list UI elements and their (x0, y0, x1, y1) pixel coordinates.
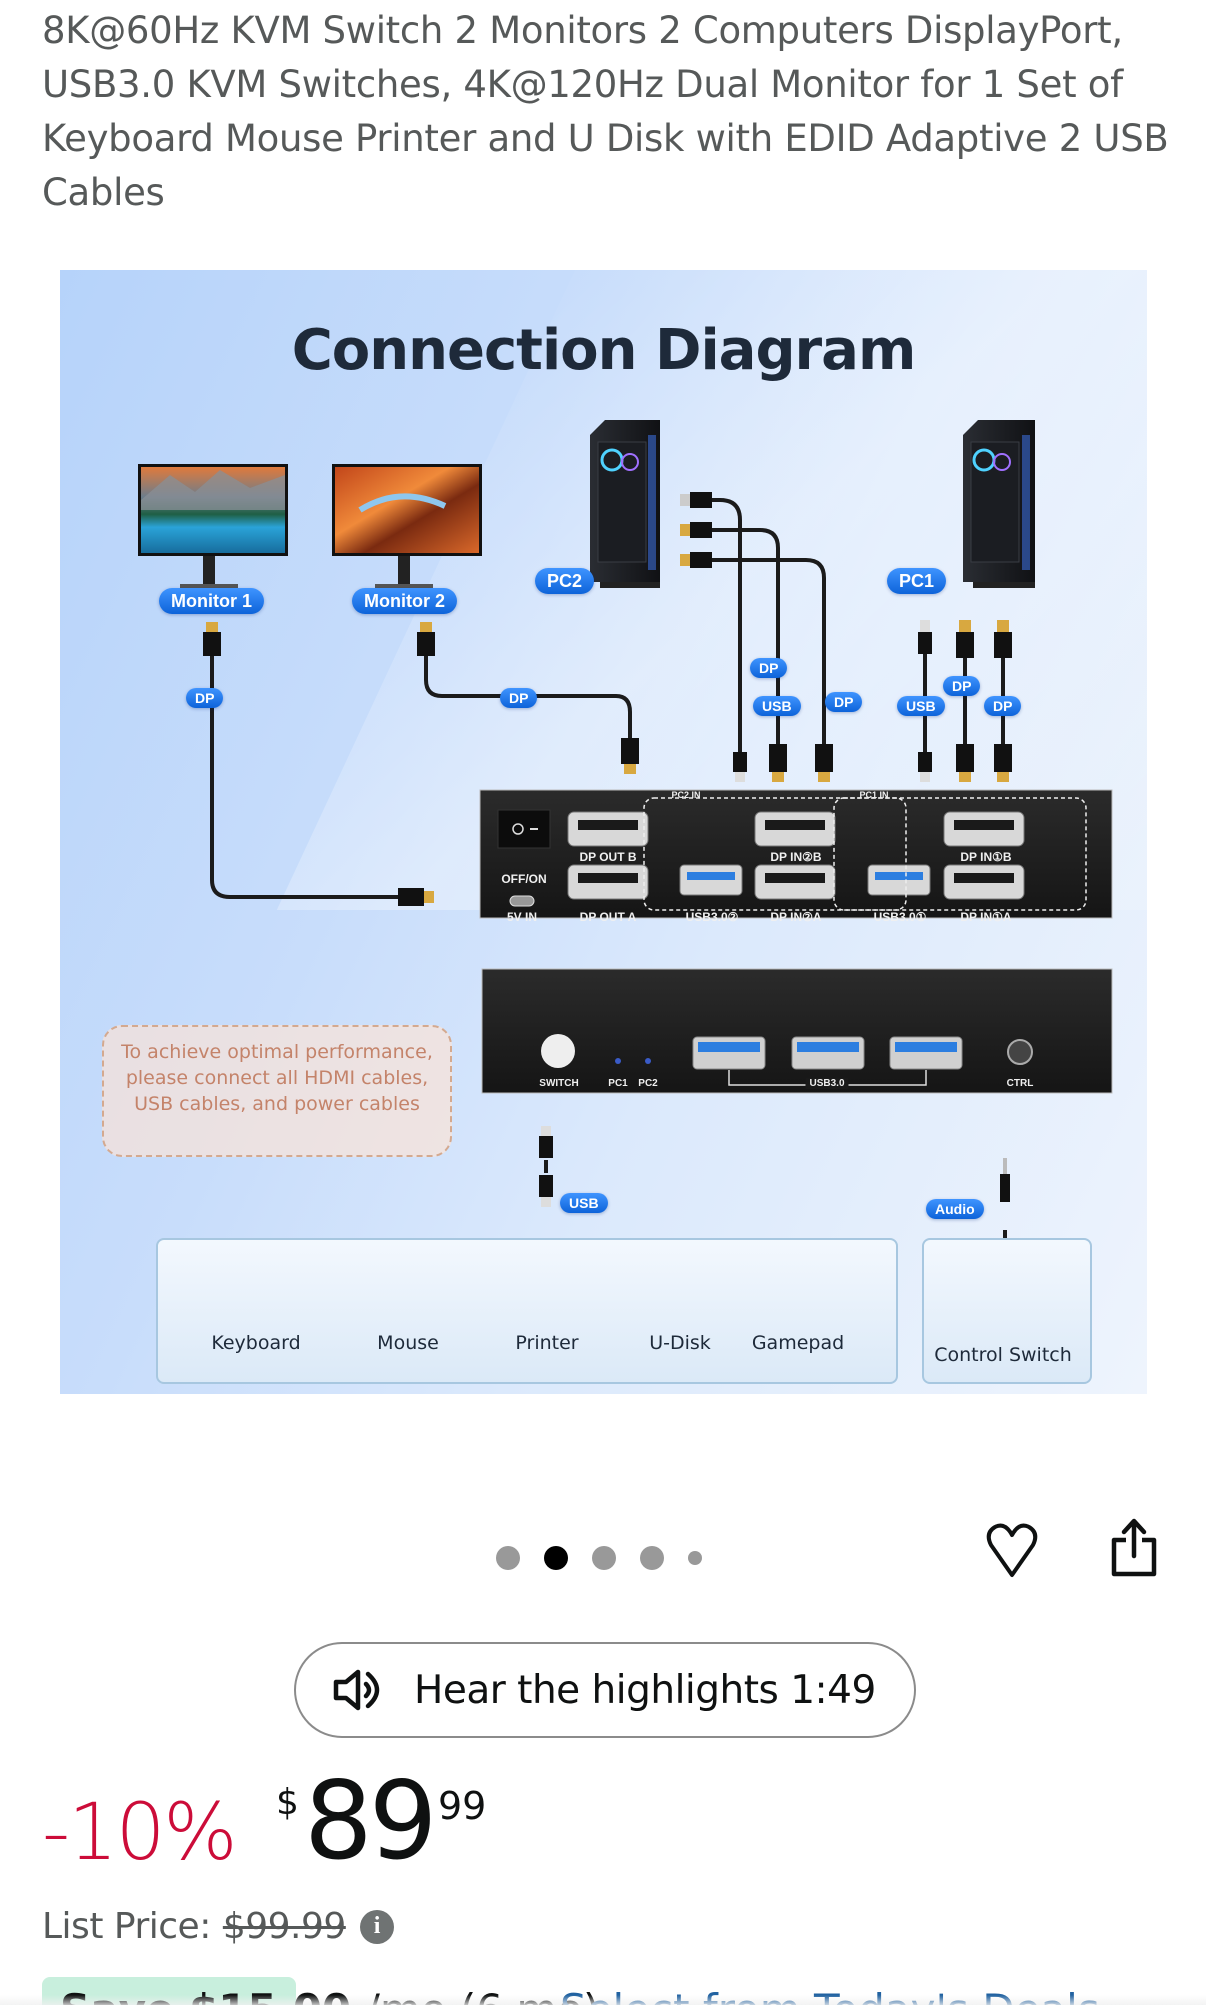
share-button[interactable] (1102, 1516, 1166, 1580)
power-switch-label: OFF/ON (501, 872, 547, 886)
monitor-2-illustration (332, 464, 482, 588)
dp-cable-label: DP (943, 676, 981, 696)
pc1-tower-illustration (963, 420, 1035, 588)
switch-button-label: SWITCH (539, 1078, 579, 1089)
usb-hub-label: USB3.0 (805, 1078, 849, 1089)
dp-cable-label: DP (825, 692, 863, 712)
dp-cable-label: DP (750, 658, 788, 678)
dp-out-a-label: DP OUT A (579, 910, 637, 924)
dp-out-b-label: DP OUT B (579, 850, 637, 864)
share-icon (1111, 1518, 1157, 1577)
usb-cable-label: USB (897, 696, 945, 716)
carousel-dot[interactable] (592, 1546, 616, 1570)
device-tray (156, 1238, 898, 1384)
price-fraction: 99 (438, 1784, 487, 1828)
dp-in-1a-label: DP IN①A (960, 910, 1012, 924)
dp-in-1b-label: DP IN①B (960, 850, 1012, 864)
monitor-2-label: Monitor 2 (352, 588, 457, 614)
usb-1-port-label: USB3.0① (873, 910, 927, 924)
carousel-dot[interactable] (496, 1546, 520, 1570)
audio-cable-label: Audio (926, 1199, 984, 1219)
pc2-in-label: PC2 IN (671, 790, 701, 800)
usb-cable-label: USB (560, 1193, 608, 1213)
pc2-label: PC2 (535, 568, 595, 594)
kvm-switch-rear-panel (479, 789, 1113, 919)
cable-note: To achieve optimal performance, please c… (102, 1025, 452, 1157)
pc1-led-label: PC1 (608, 1078, 628, 1089)
list-price-row: List Price: $99.99 i (42, 1906, 394, 1947)
hear-highlights-button[interactable]: Hear the highlights 1:49 (294, 1642, 916, 1738)
power-in-label: 5V IN (506, 910, 538, 924)
device-label-mouse: Mouse (377, 1332, 439, 1354)
monitor-1-label: Monitor 1 (159, 588, 264, 614)
control-switch-tray (922, 1238, 1092, 1384)
cable-connectors (203, 492, 1012, 1279)
list-price-label: List Price: (42, 1906, 211, 1947)
kvm-switch-front-panel (481, 968, 1113, 1094)
pc2-led-label: PC2 (638, 1078, 658, 1089)
carousel-dot[interactable] (640, 1546, 664, 1570)
info-icon[interactable]: i (359, 1909, 394, 1944)
dp-in-2a-label: DP IN②A (770, 910, 822, 924)
wishlist-button[interactable] (980, 1520, 1044, 1584)
image-carousel-indicator[interactable] (496, 1545, 726, 1571)
pc2-tower-illustration (590, 420, 660, 588)
speaker-icon (333, 1669, 380, 1711)
dp-cable-label: DP (500, 688, 538, 708)
pc1-label: PC1 (887, 568, 947, 594)
device-label-keyboard: Keyboard (211, 1332, 301, 1354)
dp-cable-label: DP (186, 688, 224, 708)
price-currency: $ (276, 1782, 299, 1823)
pc1-in-label: PC1 IN (859, 790, 889, 800)
price-whole: 89 (304, 1759, 437, 1884)
bottom-fade (0, 1995, 1206, 2005)
dp-cable-label: DP (984, 696, 1022, 716)
diagram-heading: Connection Diagram (291, 318, 917, 383)
dp-in-2b-label: DP IN②B (770, 850, 822, 864)
device-label-printer: Printer (515, 1332, 579, 1354)
device-label-udisk: U-Disk (649, 1332, 711, 1354)
connection-diagram-art (138, 420, 1113, 1337)
carousel-dot-active[interactable] (544, 1546, 568, 1570)
heart-icon (986, 1523, 1038, 1577)
discount-percentage: -10% (42, 1788, 238, 1878)
usb-2-port-label: USB3.0② (685, 910, 739, 924)
device-label-gamepad: Gamepad (751, 1332, 845, 1354)
product-image[interactable]: Connection Diagram (60, 270, 1147, 1394)
carousel-dot[interactable] (688, 1551, 702, 1565)
monitor-1-illustration (138, 464, 288, 588)
list-price-value: $99.99 (222, 1906, 346, 1947)
usb-cable-label: USB (753, 696, 801, 716)
control-switch-label: Control Switch (934, 1344, 1072, 1366)
hear-highlights-label: Hear the highlights 1:49 (414, 1667, 876, 1713)
product-title: 8K@60Hz KVM Switch 2 Monitors 2 Computer… (42, 9, 1169, 214)
ctrl-port-label: CTRL (1006, 1078, 1034, 1089)
